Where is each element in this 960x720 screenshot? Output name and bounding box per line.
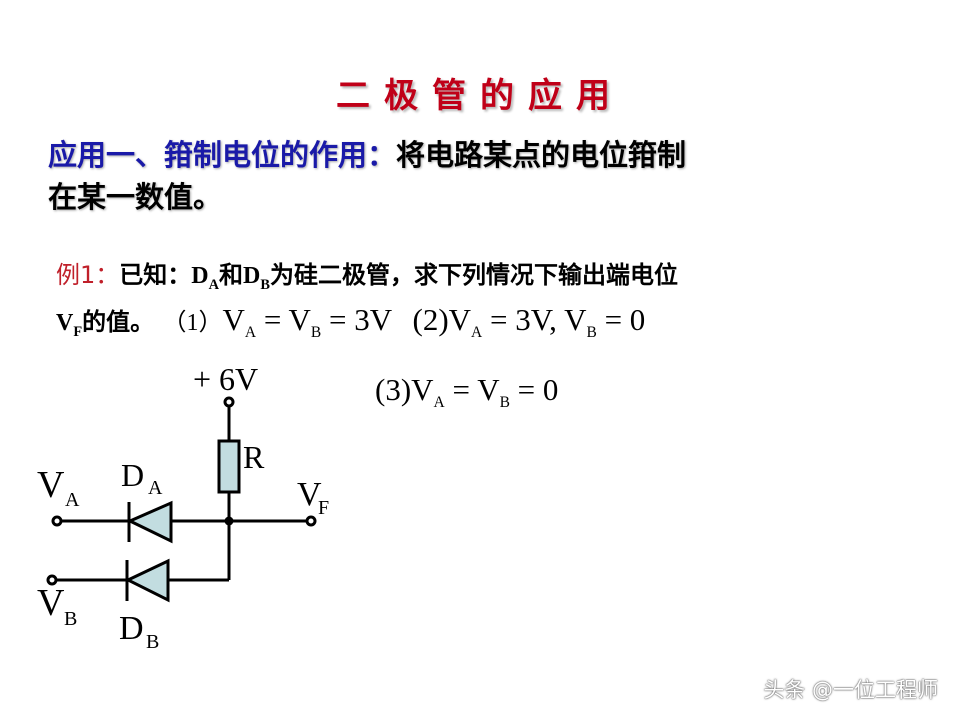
example-line-2: VF的值。 （1）VA = VB = 3V (2)VA = 3V, VB = 0 [56,302,645,342]
sub: B [310,324,322,342]
slide-title: 二极管的应用 [336,76,624,116]
vf-label: V [297,476,322,513]
heading-label: 应用一、箝制电位的作用： [48,138,397,172]
va-sub: A [65,489,80,511]
sub: A [244,324,257,342]
case-1: （1）VA = VB = 3V [162,302,393,341]
example-description: 为硅二极管，求下列情况下输出端电位 [269,261,678,289]
da-sub: A [148,477,163,499]
case-2: (2)VA = 3V, VB = 0 [412,302,646,341]
sub: A [471,324,483,342]
v: V [448,302,472,337]
v: V [222,302,245,337]
eq: = 0 [596,302,646,337]
val: 3V [354,302,393,337]
junction-dot [224,516,234,526]
db-sub: B [146,631,159,653]
v-symbol: V [56,310,74,336]
sub: B [586,324,597,342]
resistor-label: R [243,439,265,475]
resistor [217,439,241,494]
v: V [288,302,311,337]
db-label: D [119,610,144,647]
sub: B [499,394,510,412]
heading-line-1: 应用一、箝制电位的作用：将电路某点的电位箝制 [48,132,686,174]
case-1-prefix: （1） [162,310,223,336]
d-symbol: D [243,263,261,289]
supply-terminal [223,396,235,408]
eq: = [256,302,289,337]
watermark: 头条 @一位工程师 [763,678,938,702]
prefix: (2) [412,302,449,337]
v: V [411,372,434,407]
and-text: 和 [219,261,244,289]
supply-label: + 6V [193,361,258,397]
sub-f: F [73,323,83,340]
d-symbol: D [191,263,209,289]
diode-b-icon [124,558,170,603]
vb-label: V [37,582,65,624]
va-terminal [51,515,63,527]
vb-terminal [46,574,58,586]
vf-terminal [305,515,317,527]
prefix: (3) [375,372,412,407]
sub: A [433,394,445,412]
heading-text: 将电路某点的电位箝制 [396,138,687,172]
va-label: V [37,464,65,506]
heading-line-2: 在某一数值。 [48,180,223,214]
value-of-text: 的值。 [82,308,155,336]
v: V [477,372,500,407]
example-label: 例1： [56,261,120,289]
sub-a: A [208,276,220,293]
known-label: 已知： [119,261,192,289]
sub-b: B [260,276,270,293]
v: V [564,302,587,337]
example-line-1: 例1：已知：DA和DB为硅二极管，求下列情况下输出端电位 [56,255,678,294]
eq: = 0 [509,372,559,407]
vf-sub: F [318,497,329,519]
eq: = [321,302,355,337]
eq: = [444,372,478,407]
case-3: (3)VA = VB = 0 [375,372,558,412]
diode-a-icon [126,500,173,544]
da-label: D [121,457,144,493]
vb-sub: B [64,608,77,630]
eq: = 3V, [482,302,565,337]
